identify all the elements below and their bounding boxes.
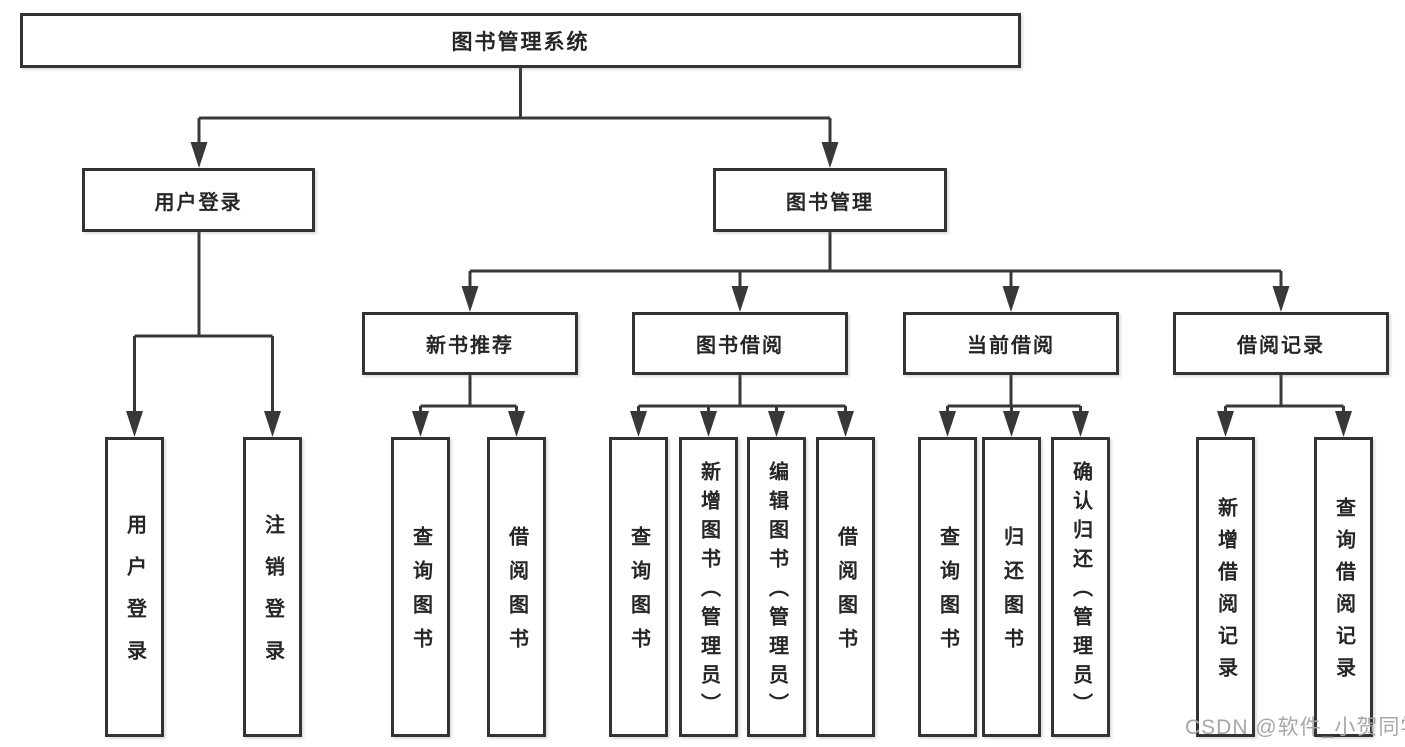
connector-borrowing-records-to-leaves — [1217, 375, 1352, 437]
node-system-root: 图书管理系统 — [20, 13, 1021, 68]
leaf-add-books-admin: 新增图书（管理员） — [679, 437, 738, 737]
node-label: 图书管理 — [786, 191, 874, 214]
arrowhead — [837, 411, 854, 437]
node-label: 新增图书（管理员） — [697, 460, 720, 722]
node-user-login: 用户登录 — [82, 168, 315, 232]
node-label: 注销登录 — [261, 514, 284, 682]
leaf-query-borrow-record: 查询借阅记录 — [1314, 437, 1373, 737]
arrowhead — [1272, 286, 1290, 312]
node-label: 查询图书 — [627, 526, 650, 662]
node-borrowing-records: 借阅记录 — [1173, 312, 1389, 375]
node-label: 图书借阅 — [696, 335, 784, 357]
node-label: 查询图书 — [409, 526, 432, 662]
arrowhead — [939, 411, 956, 437]
arrowhead — [126, 411, 143, 437]
leaf-user-login: 用户登录 — [105, 437, 164, 737]
arrowhead — [1335, 411, 1352, 437]
node-label: 编辑图书（管理员） — [765, 460, 788, 722]
node-label: 用户登录 — [154, 191, 243, 214]
arrowhead — [412, 411, 429, 437]
node-label: 查询借阅记录 — [1332, 497, 1355, 689]
node-label: 新书推荐 — [426, 335, 514, 357]
connector-user-login-to-leaves — [126, 232, 281, 437]
arrowhead — [630, 411, 647, 437]
connector-book-management-to-level3 — [461, 232, 1290, 312]
node-label: 当前借阅 — [967, 335, 1055, 357]
arrowhead — [700, 411, 717, 437]
arrowhead — [1217, 411, 1234, 437]
arrowhead — [1072, 411, 1089, 437]
node-label: 借阅图书 — [505, 526, 528, 662]
node-current-borrowing: 当前借阅 — [903, 312, 1119, 375]
node-book-borrowing: 图书借阅 — [632, 312, 848, 375]
csdn-watermark: CSDN @软件_小贺同学 — [1185, 716, 1405, 739]
leaf-add-borrow-record: 新增借阅记录 — [1196, 437, 1255, 737]
node-label: 借阅记录 — [1237, 335, 1325, 357]
arrowhead — [731, 286, 749, 312]
connector-root-to-level2 — [190, 68, 839, 168]
leaf-query-books-borrowing: 查询图书 — [609, 437, 668, 737]
connector-book-borrowing-to-leaves — [630, 375, 854, 437]
connector-current-borrowing-to-leaves — [939, 375, 1089, 437]
node-label: 查询图书 — [936, 526, 959, 662]
connector-new-book-recommend-to-leaves — [412, 375, 525, 437]
leaf-query-books-recommend: 查询图书 — [391, 437, 450, 737]
leaf-query-books-current: 查询图书 — [918, 437, 977, 737]
arrowhead — [461, 286, 479, 312]
leaf-borrow-books-recommend: 借阅图书 — [487, 437, 546, 737]
leaf-borrow-books-borrowing: 借阅图书 — [816, 437, 875, 737]
arrowhead — [190, 142, 208, 168]
arrowhead — [1002, 286, 1020, 312]
arrowhead — [821, 142, 839, 168]
node-new-book-recommend: 新书推荐 — [362, 312, 578, 375]
arrowhead — [768, 411, 785, 437]
arrowhead — [264, 411, 281, 437]
leaf-logout-login: 注销登录 — [243, 437, 302, 737]
leaf-edit-books-admin: 编辑图书（管理员） — [747, 437, 806, 737]
node-label: 借阅图书 — [834, 526, 857, 662]
arrowhead — [508, 411, 525, 437]
arrowhead — [1003, 411, 1020, 437]
node-book-management: 图书管理 — [713, 168, 947, 232]
node-label: 图书管理系统 — [451, 30, 590, 54]
node-label: 新增借阅记录 — [1214, 497, 1237, 689]
node-label: 归还图书 — [1000, 526, 1023, 662]
node-label: 用户登录 — [123, 514, 146, 682]
node-label: 确认归还（管理员） — [1069, 460, 1092, 722]
leaf-return-books: 归还图书 — [982, 437, 1041, 737]
leaf-confirm-return-admin: 确认归还（管理员） — [1051, 437, 1110, 737]
